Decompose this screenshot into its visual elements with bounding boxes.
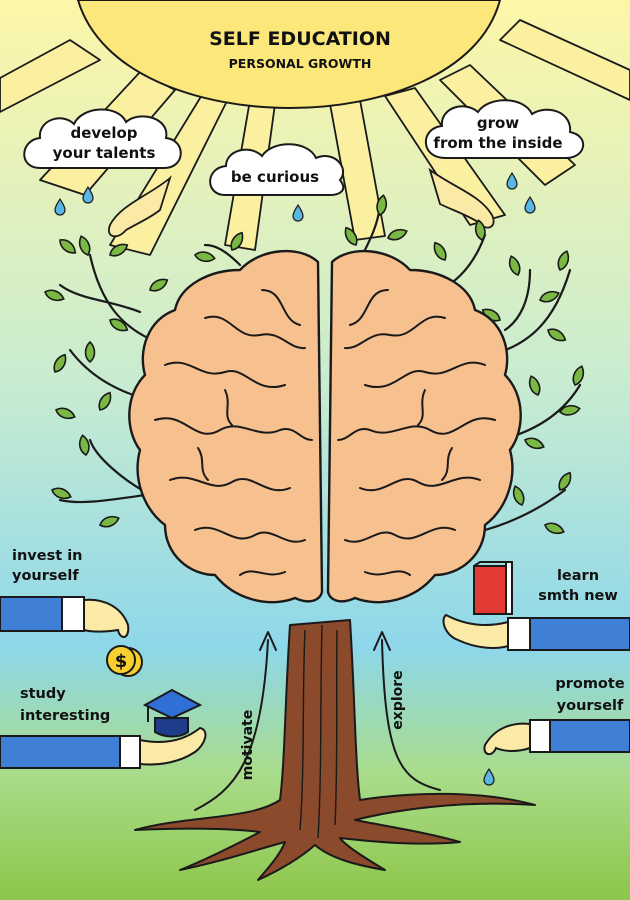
sun <box>76 0 502 110</box>
sun-hands <box>108 167 495 238</box>
label-promote-line1: promote <box>555 676 624 692</box>
sleeve-invest <box>0 596 65 632</box>
brain-folds <box>154 289 496 576</box>
cloud-left-line2: your talents <box>53 144 156 162</box>
label-learn-line1: learn <box>557 568 599 584</box>
label-study-line1: study <box>20 686 66 702</box>
graduation-cap-icon <box>142 688 203 738</box>
hand-study <box>0 726 207 769</box>
coin: $ <box>106 645 143 677</box>
label-invest-line1: invest in <box>12 548 82 564</box>
hand-invest <box>0 596 130 638</box>
cloud-center-line1: be curious <box>231 168 319 186</box>
tree-trunk <box>134 619 536 881</box>
cloud-left-line1: develop <box>70 124 137 142</box>
trunk-arrows <box>194 631 441 811</box>
label-promote-line2: yourself <box>557 698 624 714</box>
sleeve-learn <box>527 617 630 651</box>
hand-learn <box>442 613 630 651</box>
trunk-label-motivate: motivate <box>240 710 256 780</box>
trunk-label-explore: explore <box>390 670 406 729</box>
page-subtitle: PERSONAL GROWTH <box>229 56 372 71</box>
hand-promote <box>483 719 630 756</box>
cloud-right: grow from the inside <box>424 99 584 159</box>
label-study-line2: interesting <box>20 708 110 724</box>
coin-symbol: $ <box>115 651 128 672</box>
label-learn-line2: smth new <box>538 588 618 604</box>
trunk-grain <box>299 624 338 839</box>
cloud-right-line1: grow <box>477 114 519 132</box>
sleeve-promote <box>547 719 630 753</box>
cloud-left: develop your talents <box>23 108 182 169</box>
book-icon <box>473 561 513 615</box>
page-title: SELF EDUCATION <box>209 28 391 50</box>
cloud-right-line2: from the inside <box>433 134 562 152</box>
sleeve-study <box>0 735 123 769</box>
label-invest-line2: yourself <box>12 568 79 584</box>
cloud-center: be curious <box>209 143 345 196</box>
